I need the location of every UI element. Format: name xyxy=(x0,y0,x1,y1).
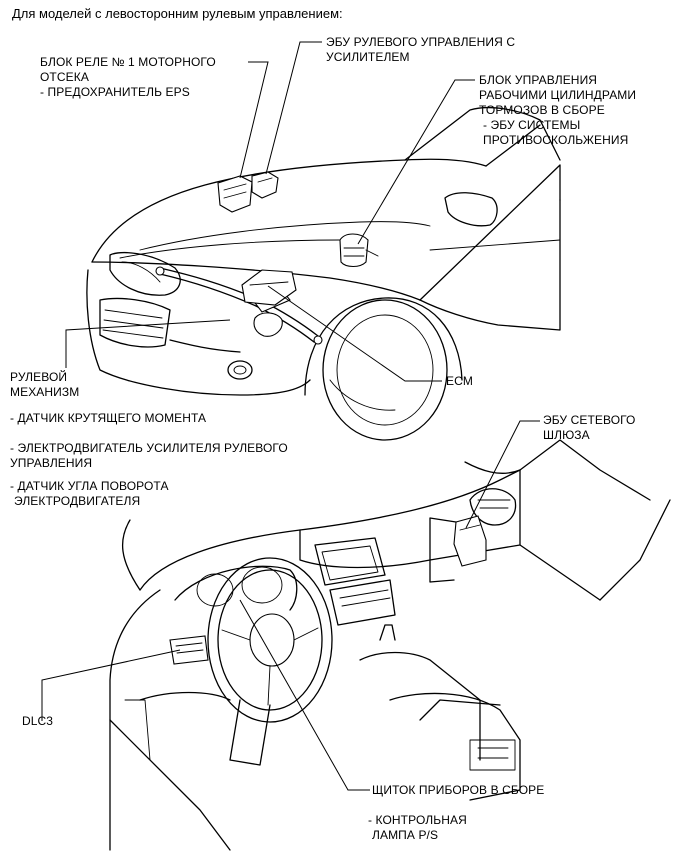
relay-block-label: БЛОК РЕЛЕ № 1 МОТОРНОГО ОТСЕКА - ПРЕДОХР… xyxy=(40,55,216,100)
ecm-label: ECM xyxy=(446,374,473,388)
ps-warning-light-label-line2: ЛАМПА P/S xyxy=(372,828,439,842)
brake-actuator-label-line2: РАБОЧИМИ ЦИЛИНДРАМИ xyxy=(479,88,637,102)
page-header: Для моделей с левосторонним рулевым упра… xyxy=(12,6,343,21)
steering-gear-label-line1: РУЛЕВОЙ xyxy=(10,370,68,384)
gateway-ecu-label-line2: ШЛЮЗА xyxy=(543,428,590,442)
eps-ecu-label-line1: ЭБУ РУЛЕВОГО УПРАВЛЕНИЯ С xyxy=(326,35,516,49)
eps-motor-label-line1: - ЭЛЕКТРОДВИГАТЕЛЬ УСИЛИТЕЛЯ РУЛЕВОГО xyxy=(10,441,288,455)
relay-block-label-line1: БЛОК РЕЛЕ № 1 МОТОРНОГО xyxy=(40,55,216,69)
interior-illustration xyxy=(109,439,671,851)
gateway-ecu-label-line1: ЭБУ СЕТЕВОГО xyxy=(543,413,636,427)
brake-actuator-label-line1: БЛОК УПРАВЛЕНИЯ xyxy=(479,73,598,87)
ps-warning-light-label-line1: - КОНТРОЛЬНАЯ xyxy=(368,813,467,827)
eps-ecu-label-line2: УСИЛИТЕЛЕМ xyxy=(326,50,410,64)
relay-block-label-line2: ОТСЕКА xyxy=(40,70,89,84)
brake-actuator-label-line3: ТОРМОЗОВ В СБОРЕ xyxy=(479,103,605,117)
brake-actuator-sublabel-line2: ПРОТИВОСКОЛЬЖЕНИЯ xyxy=(483,133,629,147)
motor-angle-sensor-label-line1: - ДАТЧИК УГЛА ПОВОРОТА xyxy=(10,479,169,493)
brake-actuator-sublabel-line1: - ЭБУ СИСТЕМЫ xyxy=(483,118,581,132)
brake-actuator-label: БЛОК УПРАВЛЕНИЯ РАБОЧИМИ ЦИЛИНДРАМИ ТОРМ… xyxy=(479,73,636,148)
leader-lines xyxy=(41,41,540,791)
motor-angle-sensor-label: - ДАТЧИК УГЛА ПОВОРОТА ЭЛЕКТРОДВИГАТЕЛЯ xyxy=(10,479,169,509)
steering-gear-label: РУЛЕВОЙ МЕХАНИЗМ xyxy=(10,370,79,400)
gateway-ecu-label: ЭБУ СЕТЕВОГО ШЛЮЗА xyxy=(543,413,635,443)
ps-warning-light-label: - КОНТРОЛЬНАЯ ЛАМПА P/S xyxy=(368,813,467,843)
relay-block-sublabel: - ПРЕДОХРАНИТЕЛЬ EPS xyxy=(40,85,190,99)
eps-motor-label-line2: УПРАВЛЕНИЯ xyxy=(10,456,93,470)
torque-sensor-label: - ДАТЧИК КРУТЯЩЕГО МОМЕНТА xyxy=(10,411,207,425)
car-front-illustration xyxy=(86,107,561,441)
combination-meter-label: ЩИТОК ПРИБОРОВ В СБОРЕ xyxy=(372,783,545,797)
steering-gear-label-line2: МЕХАНИЗМ xyxy=(10,385,80,399)
eps-ecu-label: ЭБУ РУЛЕВОГО УПРАВЛЕНИЯ С УСИЛИТЕЛЕМ xyxy=(326,35,515,65)
eps-motor-label: - ЭЛЕКТРОДВИГАТЕЛЬ УСИЛИТЕЛЯ РУЛЕВОГО УП… xyxy=(10,441,288,471)
dlc3-label: DLC3 xyxy=(22,714,54,728)
motor-angle-sensor-label-line2: ЭЛЕКТРОДВИГАТЕЛЯ xyxy=(14,494,141,508)
